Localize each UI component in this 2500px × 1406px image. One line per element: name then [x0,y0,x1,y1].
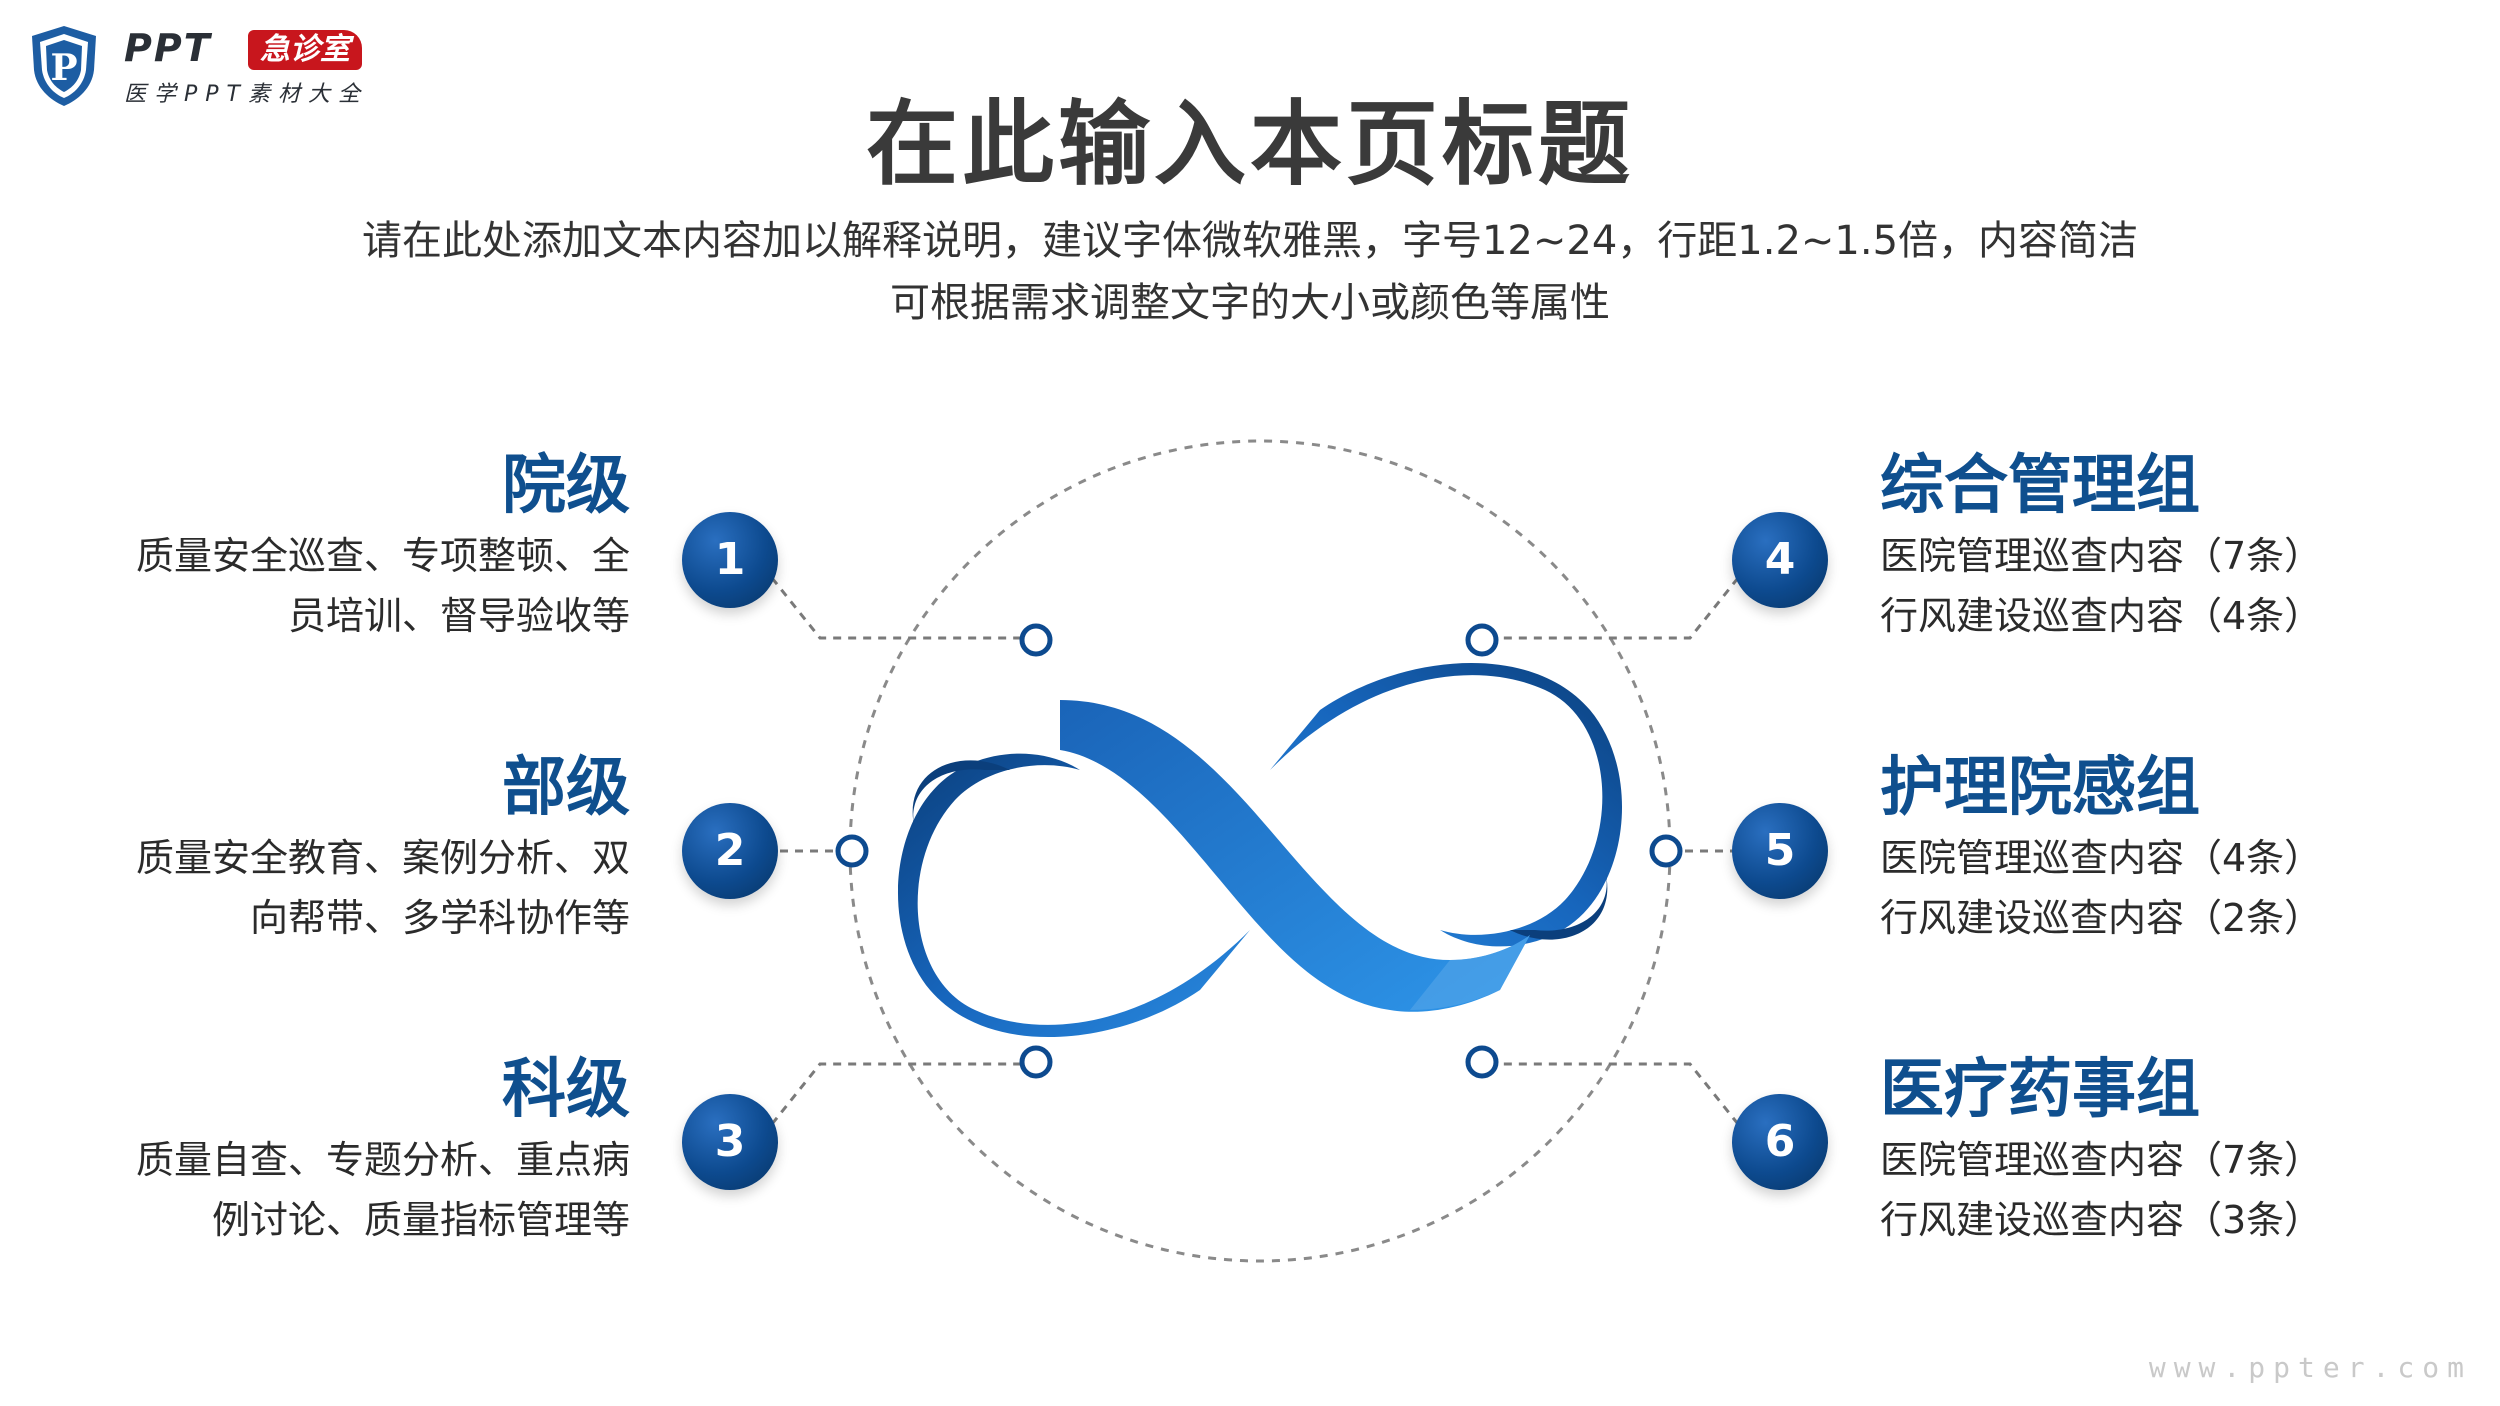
item-block-2: 部级 质量安全教育、案例分析、双 向帮带、多学科协作等 [70,748,630,948]
item-line: 医院管理巡查内容（4条） [1880,836,2323,880]
shield-letter: P [50,47,77,89]
item-block-3: 科级 质量自查、专题分析、重点病 例讨论、质量指标管理等 [70,1050,630,1250]
item-line: 质量安全教育、案例分析、双 [135,836,630,880]
item-line: 行风建设巡查内容（2条） [1880,896,2323,940]
number-badge-1: 1 [682,512,778,608]
connector-4 [1480,577,1740,640]
item-title: 科级 [502,1053,630,1127]
node-dot-5 [1649,834,1683,868]
item-line: 医院管理巡查内容（7条） [1880,534,2323,578]
item-title: 院级 [502,449,630,523]
infinity-icon [897,662,1623,1038]
item-line: 向帮带、多学科协作等 [249,896,630,940]
item-block-6: 医疗药事组 医院管理巡查内容（7条） 行风建设巡查内容（3条） [1880,1050,2400,1250]
item-title: 护理院感组 [1880,751,2200,825]
item-line: 行风建设巡查内容（4条） [1880,594,2323,638]
item-line: 质量安全巡查、专项整顿、全 [135,534,630,578]
item-line: 员培训、督导验收等 [287,594,630,638]
shield-icon: P [32,26,96,106]
node-dot-4 [1465,623,1499,657]
number-badge-2: 2 [682,803,778,899]
connector-6 [1480,1062,1740,1125]
item-line: 质量自查、专题分析、重点病 [135,1138,630,1182]
node-dot-6 [1465,1045,1499,1079]
node-dot-2 [835,834,869,868]
item-block-1: 院级 质量安全巡查、专项整顿、全 员培训、督导验收等 [70,446,630,646]
logo-subtitle: 医学PPT素材大全 [124,82,368,107]
description-line-1: 请在此处添加文本内容加以解释说明，建议字体微软雅黑，字号12~24，行距1.2~… [361,218,2139,264]
connector-3 [770,1062,1040,1125]
item-title: 医疗药事组 [1880,1053,2200,1127]
node-dot-1 [1019,623,1053,657]
connector-1 [770,577,1040,640]
number-badge-3: 3 [682,1094,778,1190]
page-title: 在此输入本页标题 [865,91,1634,198]
description-line-2: 可根据需求调整文字的大小或颜色等属性 [890,280,1610,326]
item-block-4: 综合管理组 医院管理巡查内容（7条） 行风建设巡查内容（4条） [1880,446,2400,646]
number-badge-6: 6 [1732,1094,1828,1190]
node-dot-3 [1019,1045,1053,1079]
item-block-5: 护理院感组 医院管理巡查内容（4条） 行风建设巡查内容（2条） [1880,748,2400,948]
number-badge-4: 4 [1732,512,1828,608]
brand-logo: P PPT 急诊室 医学PPT素材大全 [28,24,408,114]
page-description: 请在此处添加文本内容加以解释说明，建议字体微软雅黑，字号12~24，行距1.2~… [0,210,2500,334]
watermark: www.ppter.com [2148,1351,2472,1384]
logo-wordmark: PPT [124,26,212,70]
logo-badge: 急诊室 [248,30,362,70]
item-title: 部级 [502,751,630,825]
item-title: 综合管理组 [1880,449,2200,523]
item-line: 医院管理巡查内容（7条） [1880,1138,2323,1182]
item-line: 行风建设巡查内容（3条） [1880,1198,2323,1242]
item-line: 例讨论、质量指标管理等 [211,1198,630,1242]
number-badge-5: 5 [1732,803,1828,899]
